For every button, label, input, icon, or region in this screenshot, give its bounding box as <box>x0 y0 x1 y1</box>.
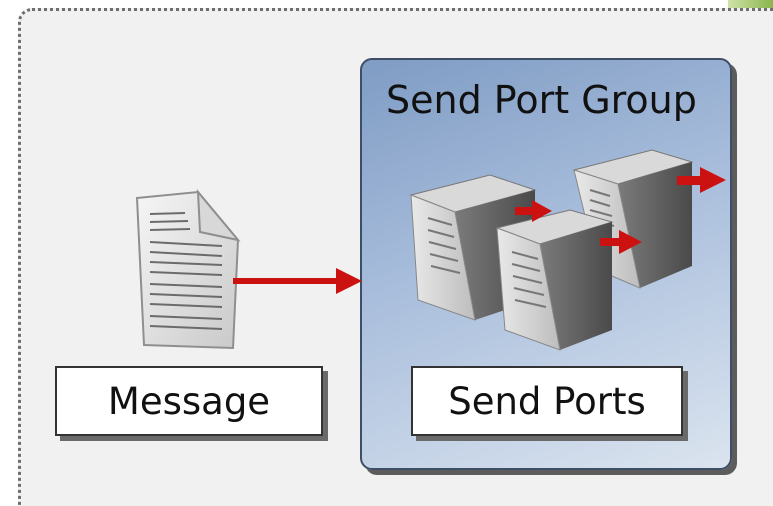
server-arrow <box>515 200 552 222</box>
server-icon <box>409 174 537 321</box>
server-arrow <box>677 167 726 193</box>
send-ports-label: Send Ports <box>411 366 683 436</box>
document-icon <box>135 189 241 350</box>
message-label: Message <box>55 366 323 436</box>
group-title: Send Port Group <box>386 78 697 122</box>
server-icon <box>495 209 614 351</box>
server-arrow <box>600 230 642 254</box>
message-arrow <box>233 268 362 294</box>
